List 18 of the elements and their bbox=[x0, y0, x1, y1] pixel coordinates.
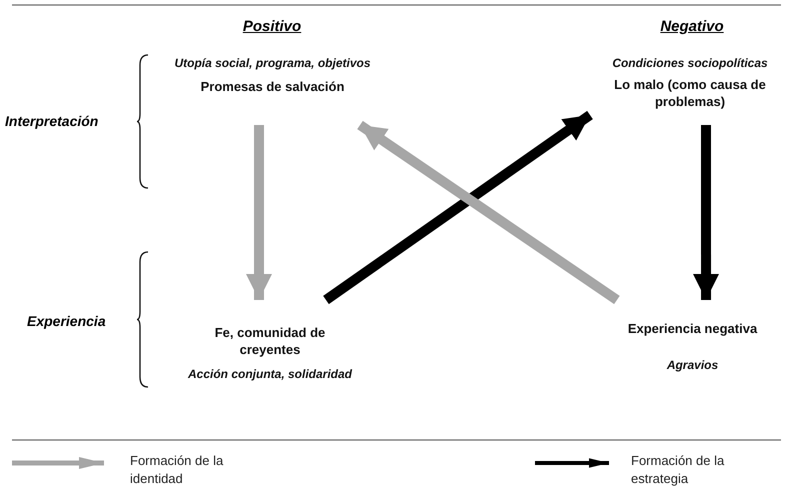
italic-note: Utopía social, programa, objetivos bbox=[174, 55, 371, 72]
arrow bbox=[693, 125, 720, 300]
arrow bbox=[323, 110, 593, 304]
italic-note: Condiciones sociopolíticas bbox=[612, 55, 768, 72]
column-header: Positivo bbox=[242, 18, 302, 35]
node-heading: Promesas de salvación bbox=[200, 78, 344, 95]
node-heading: Experiencia negativa bbox=[628, 320, 758, 337]
italic-note: Agravios bbox=[666, 357, 718, 374]
row-label: Interpretación bbox=[5, 113, 98, 129]
node-heading: Fe, comunidad de creyentes bbox=[214, 324, 326, 358]
node-heading: Lo malo (como causa de problemas) bbox=[613, 76, 767, 110]
column-header: Negativo bbox=[660, 18, 724, 35]
italic-note: Acción conjunta, solidaridad bbox=[188, 366, 352, 383]
legend-text: Formación de la estrategia bbox=[631, 452, 726, 488]
legend-text: Formación de la identidad bbox=[130, 452, 224, 488]
arrow bbox=[246, 125, 272, 300]
arrow bbox=[357, 120, 620, 304]
row-label: Experiencia bbox=[27, 313, 106, 329]
